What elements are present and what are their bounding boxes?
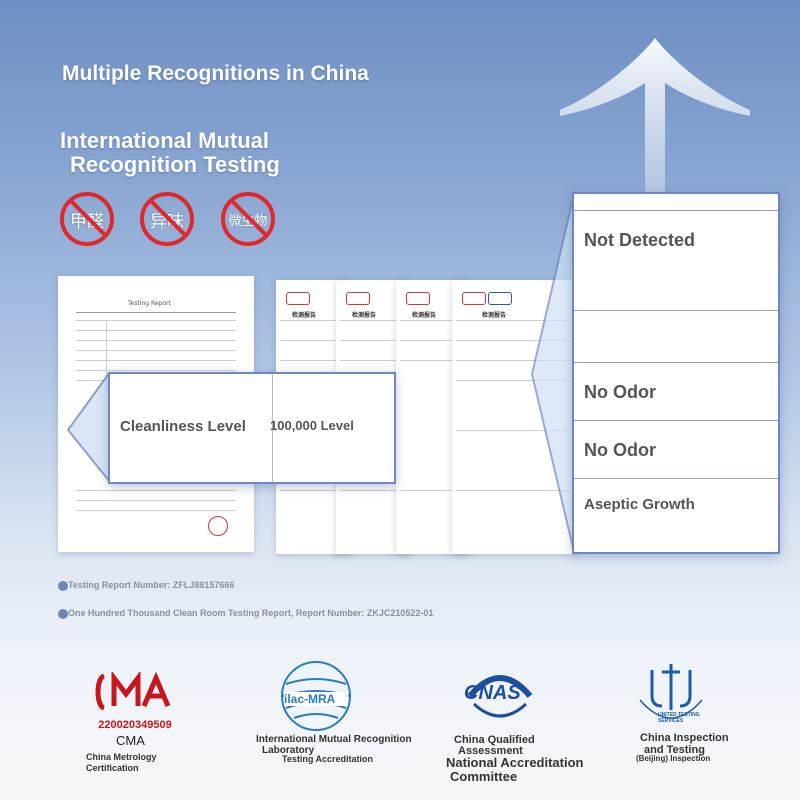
uts-scale-icon — [639, 664, 703, 719]
cma-mark-icon — [95, 670, 171, 711]
uts-caption-c: (Beijing) Inspection — [636, 754, 711, 763]
cnas-mark-text: CNAS — [464, 682, 521, 704]
result-odor-2: No Odor — [584, 440, 656, 460]
cma-number: 220020349509 — [98, 719, 172, 731]
headline-testing: Recognition Testing — [70, 152, 280, 177]
report-number-2-text: One Hundred Thousand Clean Room Testing … — [68, 608, 434, 618]
cleanliness-value: 100,000 Level — [270, 418, 354, 433]
report-number-1: Testing Report Number: ZFLJ88157666 — [58, 580, 234, 591]
cnas-caption-b: Assessment — [458, 745, 523, 757]
detect-title-3: 检测报告 — [412, 312, 437, 319]
ilac-mark-text: ilac-MRA — [284, 692, 336, 706]
cnas-caption-d: Committee — [450, 769, 518, 784]
cnas-mark-icon — [467, 675, 533, 718]
bullet-dot-icon — [58, 580, 68, 591]
cnas-logo: CNAS — [462, 666, 538, 722]
bullet-dot-icon — [58, 608, 68, 619]
uts-ring-text: UNITED TESTING SERVICES — [658, 712, 700, 724]
no-odor-icon: 异味 — [140, 192, 194, 246]
no-formaldehyde-icon: 甲醛 — [60, 192, 114, 246]
upward-arrow-icon — [560, 38, 750, 238]
no-microbe-icon: 微生物 — [221, 192, 275, 246]
uts-caption-a: China Inspection — [640, 732, 729, 744]
cnas-caption-c: National Accreditation — [446, 755, 584, 770]
result-formaldehyde: Not Detected — [584, 230, 696, 250]
uts-caption-b: and Testing — [644, 744, 705, 756]
cma-caption: China Metrology Certification — [86, 752, 157, 773]
ban-label-formaldehyde: 甲醛 — [70, 211, 104, 232]
ban-label-odor: 异味 — [150, 211, 184, 232]
sheet-title: Testing Report — [128, 300, 171, 307]
detect-title-2: 检测报告 — [352, 312, 377, 319]
report-number-1-text: Testing Report Number: ZFLJ88157666 — [68, 580, 235, 590]
cleanliness-label: Cleanliness Level — [120, 418, 246, 435]
cma-name: CMA — [116, 733, 145, 748]
ilac-caption-a: International Mutual Recognition — [256, 734, 412, 745]
ilac-mra-logo: ilac-MRA — [280, 660, 352, 732]
headline-mutual: International Mutual — [60, 128, 269, 153]
detect-title-4: 检测报告 — [482, 312, 507, 319]
result-microbe: Aseptic Growth — [584, 496, 695, 513]
uts-logo: UNITED TESTING SERVICES — [632, 656, 710, 734]
ilac-caption-b: Laboratory — [262, 745, 315, 756]
ilac-caption-c: Testing Accreditation — [282, 754, 374, 764]
cma-logo: 220020349509 — [92, 670, 178, 731]
cleanliness-callout: Cleanliness Level 100,000 Level — [108, 372, 396, 484]
report-number-2: One Hundred Thousand Clean Room Testing … — [58, 608, 433, 619]
results-panel: Not Detected No Odor No Odor Aseptic Gro… — [572, 192, 780, 554]
ban-label-microbe: 微生物 — [228, 213, 268, 229]
ilac-globe-icon — [281, 661, 351, 731]
cnas-caption-a: China Qualified — [454, 734, 535, 746]
result-odor-1: No Odor — [584, 382, 656, 402]
headline-recognitions: Multiple Recognitions in China — [62, 62, 369, 85]
results-pointer — [530, 193, 575, 553]
detect-title-1: 检测报告 — [292, 312, 317, 319]
callout-pointer — [66, 372, 111, 484]
